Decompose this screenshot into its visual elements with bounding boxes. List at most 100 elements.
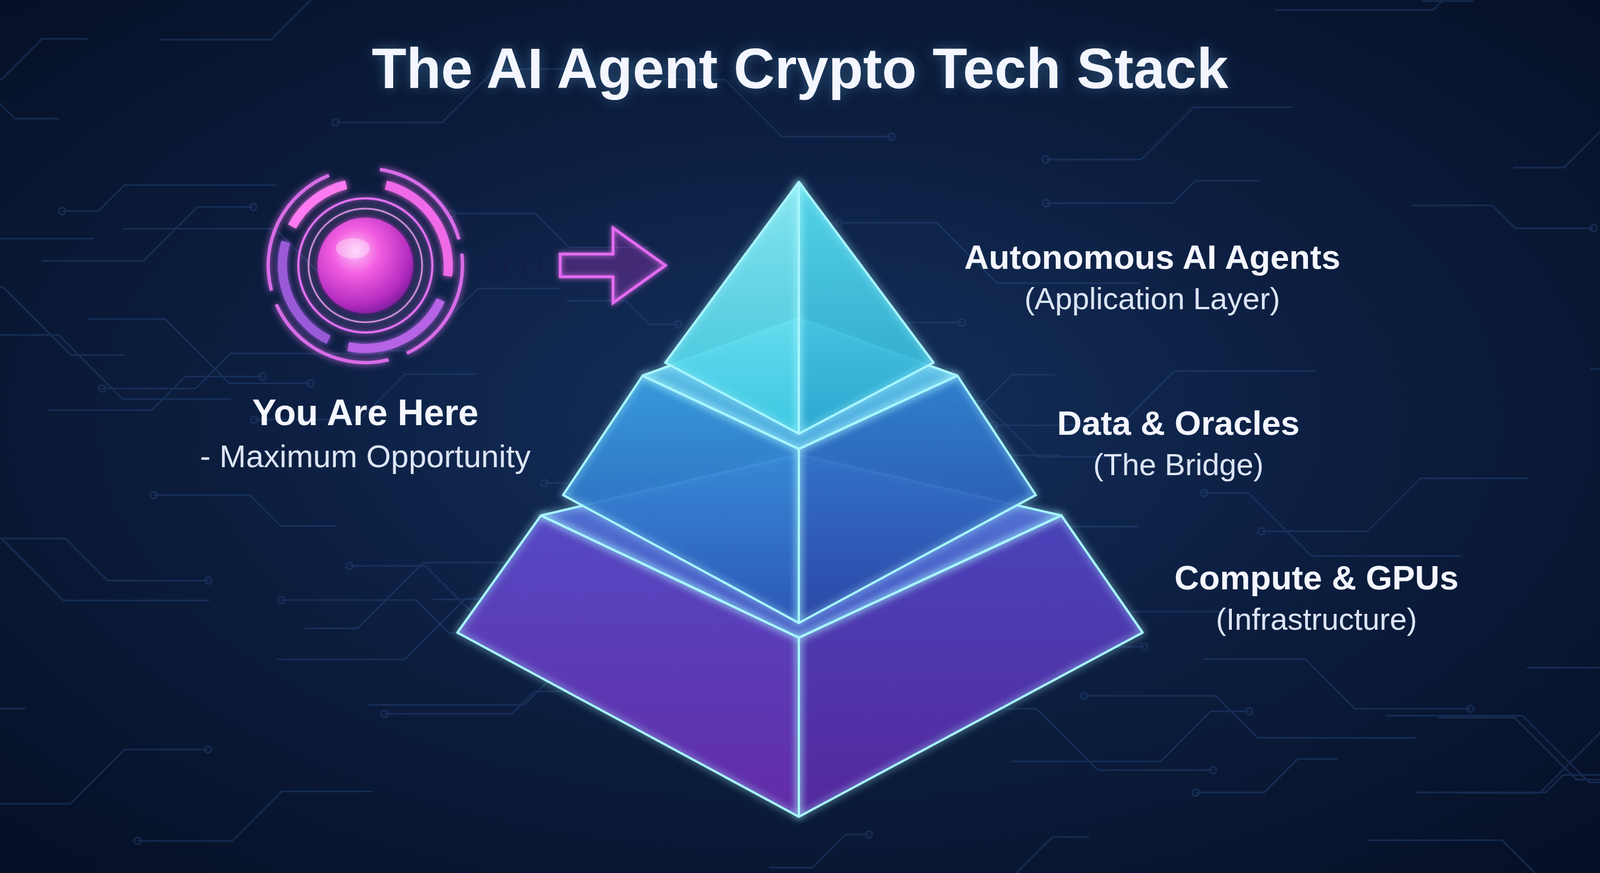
circuit-trace <box>0 334 231 399</box>
circuit-pad <box>98 385 106 393</box>
circuit-trace <box>1303 0 1474 2</box>
pyramid-tier-shape <box>665 181 934 434</box>
circuit-pad <box>134 837 141 845</box>
inner-ring <box>308 208 423 323</box>
target-rings <box>266 167 465 365</box>
circuit-pad <box>1467 705 1474 712</box>
circuit-trace <box>137 790 374 841</box>
circuit-trace <box>1590 368 1600 407</box>
node-heading: Compute & GPUs <box>1174 557 1459 599</box>
circuit-pad <box>259 373 266 381</box>
node-label: Compute & GPUs(Infrastructure) <box>1174 557 1459 638</box>
arrow-head <box>560 227 666 303</box>
circuit-pad <box>1042 156 1049 164</box>
arrow-shaft-inner <box>484 256 549 274</box>
circuit-pad <box>1209 766 1217 774</box>
circuit-trace <box>1438 717 1600 780</box>
circuit-trace <box>62 185 278 212</box>
node-label: Data & Oracles(The Bridge) <box>1057 402 1300 483</box>
circuit-pad <box>674 321 682 328</box>
circuit-pad <box>1192 788 1200 796</box>
circuit-trace <box>899 836 1090 873</box>
circuit-pad <box>958 318 966 326</box>
circuit-trace <box>0 749 208 804</box>
pyramid-tier: Autonomous AI Agents(Application Layer) <box>665 181 934 434</box>
circuit-pad <box>204 746 212 753</box>
inner-ring <box>298 198 433 333</box>
node-heading: You Are Here <box>200 390 531 435</box>
target-graphic <box>263 163 468 368</box>
circuit-trace <box>0 286 125 356</box>
title-text: The AI Agent Crypto Tech Stack <box>0 34 1600 103</box>
circuit-pad <box>381 710 389 718</box>
circuit-trace <box>1203 659 1471 709</box>
circuit-trace <box>88 318 311 383</box>
circuit-trace <box>1459 732 1600 793</box>
circuit-trace <box>0 97 60 119</box>
circuit-trace <box>1084 695 1416 738</box>
circuit-trace <box>1046 180 1260 203</box>
node-label: You Are Here- Maximum Opportunity <box>200 390 531 475</box>
circuit-trace <box>160 0 369 40</box>
pyramid-face <box>457 515 799 817</box>
circuit-pad <box>1257 527 1265 535</box>
pyramid-face <box>798 515 1143 817</box>
circuit-pad <box>59 207 66 215</box>
node-heading: Autonomous AI Agents <box>964 236 1341 278</box>
circuit-trace <box>47 376 263 411</box>
node-subtitle: (Application Layer) <box>964 280 1341 318</box>
circuit-pad <box>865 830 873 838</box>
circuit-trace <box>768 834 869 868</box>
circuit-trace <box>0 708 26 733</box>
circuit-trace <box>1513 115 1600 168</box>
sphere-highlight <box>335 238 370 259</box>
circuit-trace <box>1261 477 1528 531</box>
circuit-pad <box>1200 489 1208 497</box>
glow-sphere <box>317 217 414 314</box>
circuit-trace <box>1368 839 1600 873</box>
node-label: Autonomous AI Agents(Application Layer) <box>964 236 1341 318</box>
node-subtitle: - Maximum Opportunity <box>200 436 531 475</box>
circuit-trace <box>1196 758 1338 793</box>
circuit-trace <box>1386 715 1600 782</box>
circuit-trace <box>1203 492 1461 556</box>
circuit-trace <box>2 538 208 581</box>
circuit-trace <box>41 206 253 261</box>
circuit-pad <box>346 562 353 570</box>
pyramid-edge <box>642 318 958 449</box>
circuit-trace <box>0 238 94 278</box>
circuit-pad <box>277 596 285 604</box>
circuit-pad <box>250 203 257 211</box>
circuit-pad <box>332 118 340 126</box>
circuit-pad <box>888 132 895 140</box>
circuit-trace <box>0 38 89 80</box>
circuit-pad <box>150 491 157 499</box>
circuit-pad <box>835 219 843 227</box>
circuit-pad <box>205 577 212 585</box>
node-heading: Data & Oracles <box>1057 402 1300 444</box>
arrow-shaft <box>484 254 549 277</box>
circuit-trace <box>566 300 678 324</box>
pyramid-edge <box>457 515 799 817</box>
circuit-trace <box>1275 0 1555 11</box>
pyramid-edge <box>540 454 1062 638</box>
circuit-pad <box>1080 692 1088 699</box>
circuit-pad <box>306 380 314 387</box>
circuit-trace <box>0 538 210 600</box>
target-icon: You Are Here- Maximum Opportunity <box>263 163 468 368</box>
node-subtitle: (The Bridge) <box>1057 446 1300 483</box>
dashed-arrow <box>484 227 666 303</box>
circuit-pad <box>540 479 548 487</box>
circuit-pad <box>1590 225 1598 232</box>
circuit-pad <box>1140 643 1148 650</box>
circuit-pad <box>1042 199 1050 207</box>
pyramid-edge <box>798 515 1143 817</box>
circuit-trace <box>153 494 336 527</box>
circuit-trace <box>1411 205 1594 229</box>
circuit-trace <box>1045 107 1293 160</box>
node-subtitle: (Infrastructure) <box>1174 600 1459 638</box>
circuit-trace <box>1526 613 1600 668</box>
circuit-pad <box>1245 707 1253 715</box>
